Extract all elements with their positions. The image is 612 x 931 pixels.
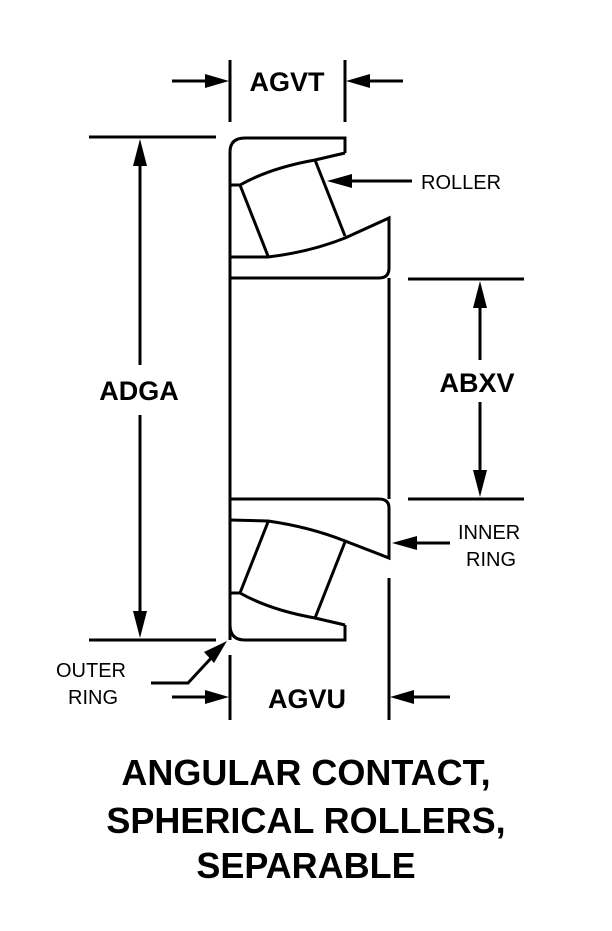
agvu-dimension: AGVU xyxy=(172,578,450,720)
agvt-dimension: AGVT xyxy=(172,60,403,122)
roller-label: ROLLER xyxy=(421,172,501,194)
adga-dimension: ADGA xyxy=(89,135,216,642)
roller-bottom-right-edge xyxy=(313,541,347,619)
outer-raceway-top xyxy=(230,151,346,187)
inner-ring-label-line1: INNER xyxy=(458,522,520,544)
adga-arrow-down-icon xyxy=(133,611,147,638)
diagram-title: ANGULAR CONTACT, SPHERICAL ROLLERS, SEPA… xyxy=(106,752,505,886)
inner-ring-arrow-icon xyxy=(392,536,417,550)
adga-arrow-up-icon xyxy=(133,139,147,166)
abxv-arrow-up-icon xyxy=(473,281,487,308)
roller-top-right-edge xyxy=(313,159,347,237)
roller-bottom xyxy=(238,521,347,619)
agvt-label: AGVT xyxy=(249,67,325,97)
inner-ring-callout: INNER RING xyxy=(392,522,520,571)
agvu-arrow-right-icon xyxy=(390,690,414,704)
outer-ring-bottom xyxy=(228,624,347,642)
abxv-dimension: ABXV xyxy=(408,277,524,501)
agvt-arrow-right-icon xyxy=(346,74,370,88)
outer-raceway-bottom xyxy=(230,591,346,627)
title-line-2: SPHERICAL ROLLERS, xyxy=(106,800,505,841)
outer-ring-label-line1: OUTER xyxy=(56,660,126,682)
roller-top xyxy=(238,159,347,257)
outer-ring-callout: OUTER RING xyxy=(56,641,227,709)
agvu-arrow-left-icon xyxy=(205,690,229,704)
abxv-label: ABXV xyxy=(439,368,514,398)
inner-ring-top xyxy=(230,215,391,280)
inner-ring-bottom xyxy=(229,497,391,561)
outer-ring-label-line2: RING xyxy=(68,687,118,709)
roller-callout: ROLLER xyxy=(327,172,501,194)
inner-ring-label-line2: RING xyxy=(466,549,516,571)
bearing-body xyxy=(228,136,391,642)
abxv-arrow-down-icon xyxy=(473,470,487,497)
agvt-arrow-left-icon xyxy=(205,74,229,88)
roller-top-left-edge xyxy=(238,184,270,257)
outer-ring-top xyxy=(228,136,347,640)
adga-label: ADGA xyxy=(99,376,179,406)
roller-arrow-icon xyxy=(327,174,352,188)
title-line-1: ANGULAR CONTACT, xyxy=(121,752,490,793)
outer-ring-arrow-icon xyxy=(204,641,227,663)
roller-bottom-left-edge xyxy=(238,521,270,594)
title-line-3: SEPARABLE xyxy=(196,845,415,886)
agvu-label: AGVU xyxy=(268,684,346,714)
outer-ring-leader xyxy=(151,653,216,685)
